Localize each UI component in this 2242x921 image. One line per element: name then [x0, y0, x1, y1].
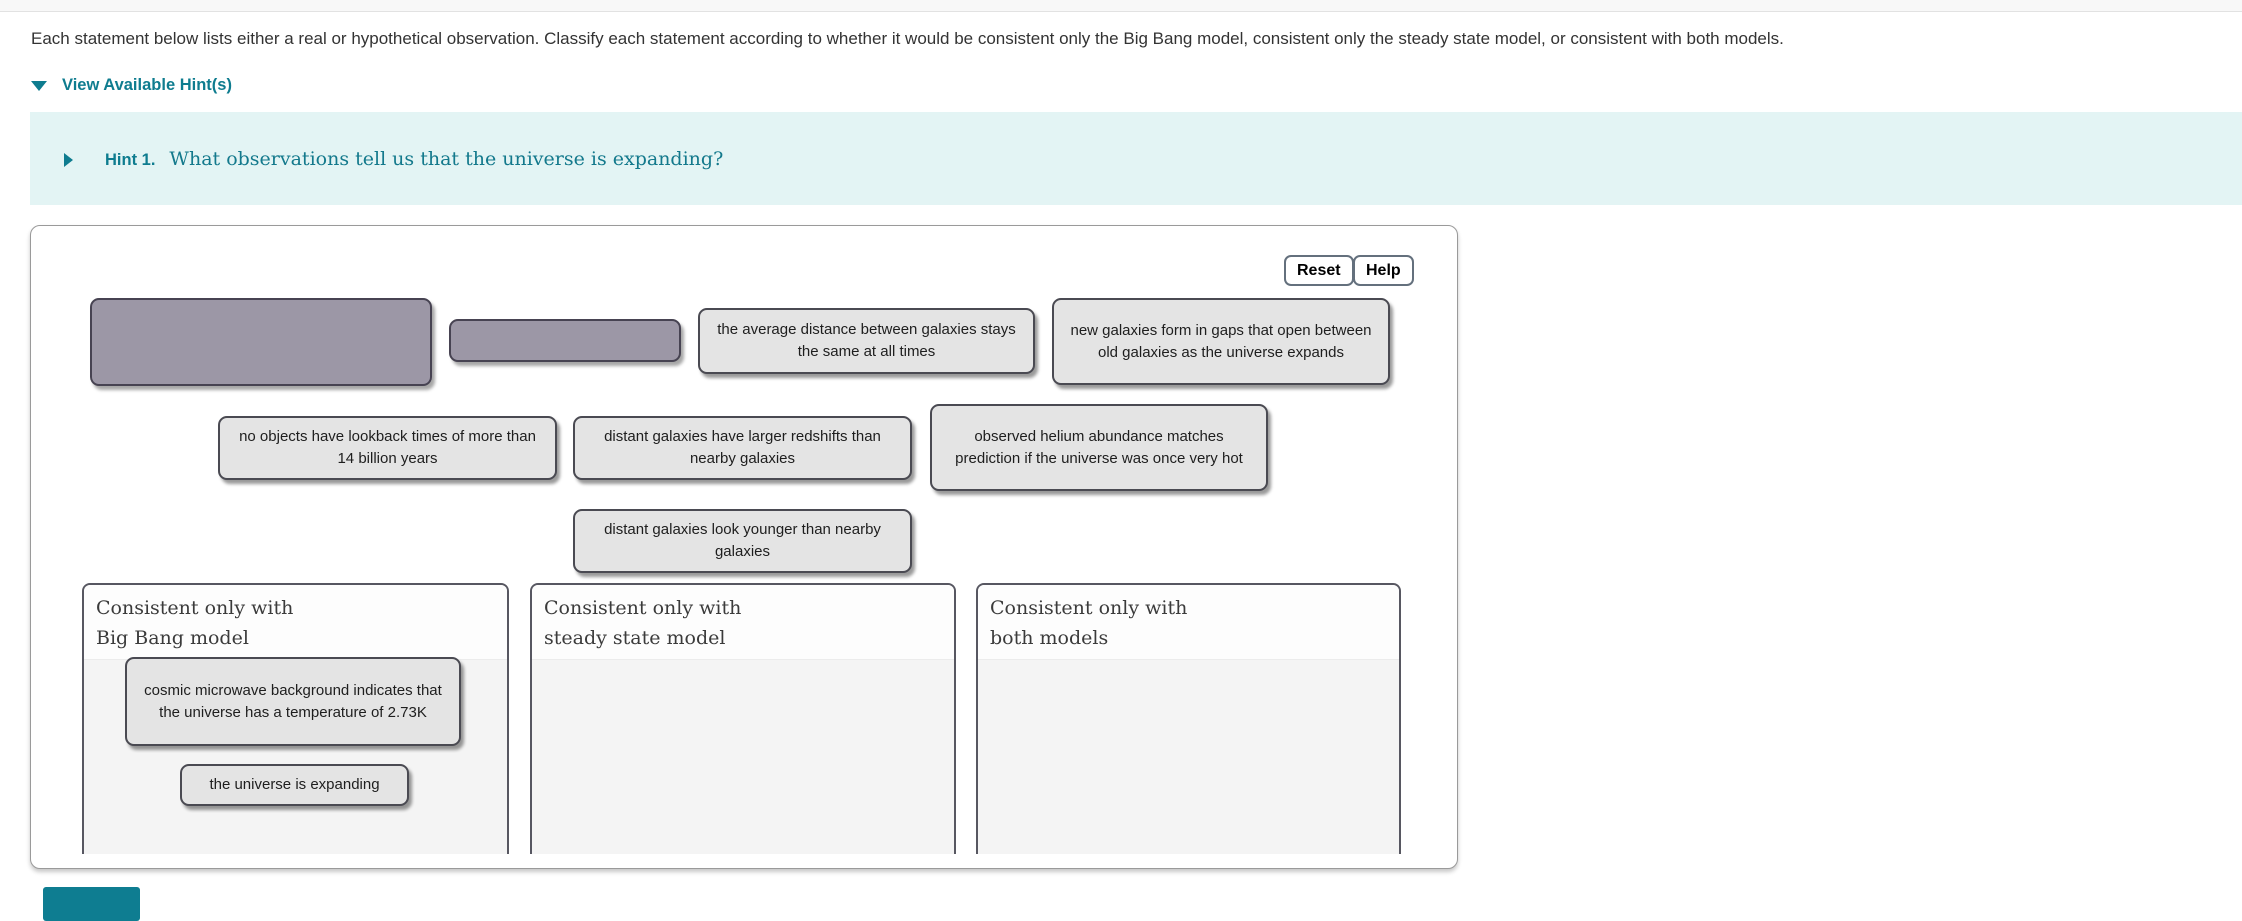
submit-button[interactable]	[43, 887, 140, 921]
browser-chrome-strip	[0, 0, 2242, 12]
hint-panel: Hint 1. What observations tell us that t…	[30, 112, 2242, 205]
bin-title-line2: Big Bang model	[96, 627, 249, 649]
drag-item-average-distance[interactable]: the average distance between galaxies st…	[698, 308, 1035, 374]
drag-item-younger-galaxies[interactable]: distant galaxies look younger than nearb…	[573, 509, 912, 573]
drag-item-larger-redshifts[interactable]: distant galaxies have larger redshifts t…	[573, 416, 912, 480]
hint-1-expander[interactable]: Hint 1. What observations tell us that t…	[64, 148, 723, 170]
reset-button[interactable]: Reset	[1284, 255, 1354, 286]
bin-title-line2: steady state model	[544, 627, 726, 649]
empty-drag-slot[interactable]	[90, 298, 432, 386]
chevron-right-icon	[64, 153, 73, 167]
bin-title-line1: Consistent only with	[990, 597, 1188, 619]
drag-item-cosmic-microwave-background[interactable]: cosmic microwave background indicates th…	[125, 657, 461, 746]
bin-header: Consistent only with steady state model	[532, 585, 954, 660]
hint-label: Hint 1.	[105, 151, 156, 169]
drag-item-universe-expanding[interactable]: the universe is expanding	[180, 764, 409, 806]
drag-item-new-galaxies[interactable]: new galaxies form in gaps that open betw…	[1052, 298, 1390, 385]
bin-title-line1: Consistent only with	[96, 597, 294, 619]
bin-both-models[interactable]: Consistent only with both models	[976, 583, 1401, 854]
hints-toggle[interactable]: View Available Hint(s)	[31, 76, 232, 95]
hints-toggle-label: View Available Hint(s)	[62, 76, 232, 94]
bin-title-line2: both models	[990, 627, 1109, 649]
drag-item-lookback-times[interactable]: no objects have lookback times of more t…	[218, 416, 557, 480]
bin-steady-state-model[interactable]: Consistent only with steady state model	[530, 583, 956, 854]
bin-header: Consistent only with Big Bang model	[84, 585, 507, 660]
chevron-down-icon	[31, 80, 47, 91]
bin-header: Consistent only with both models	[978, 585, 1399, 660]
sorting-activity-panel: Reset Help the average distance between …	[30, 225, 1458, 869]
drag-item-helium-abundance[interactable]: observed helium abundance matches predic…	[930, 404, 1268, 491]
help-button[interactable]: Help	[1353, 255, 1414, 286]
hint-question: What observations tell us that the unive…	[169, 148, 724, 170]
empty-drag-slot[interactable]	[449, 319, 681, 362]
problem-instruction: Each statement below lists either a real…	[31, 29, 1784, 48]
bin-title-line1: Consistent only with	[544, 597, 742, 619]
